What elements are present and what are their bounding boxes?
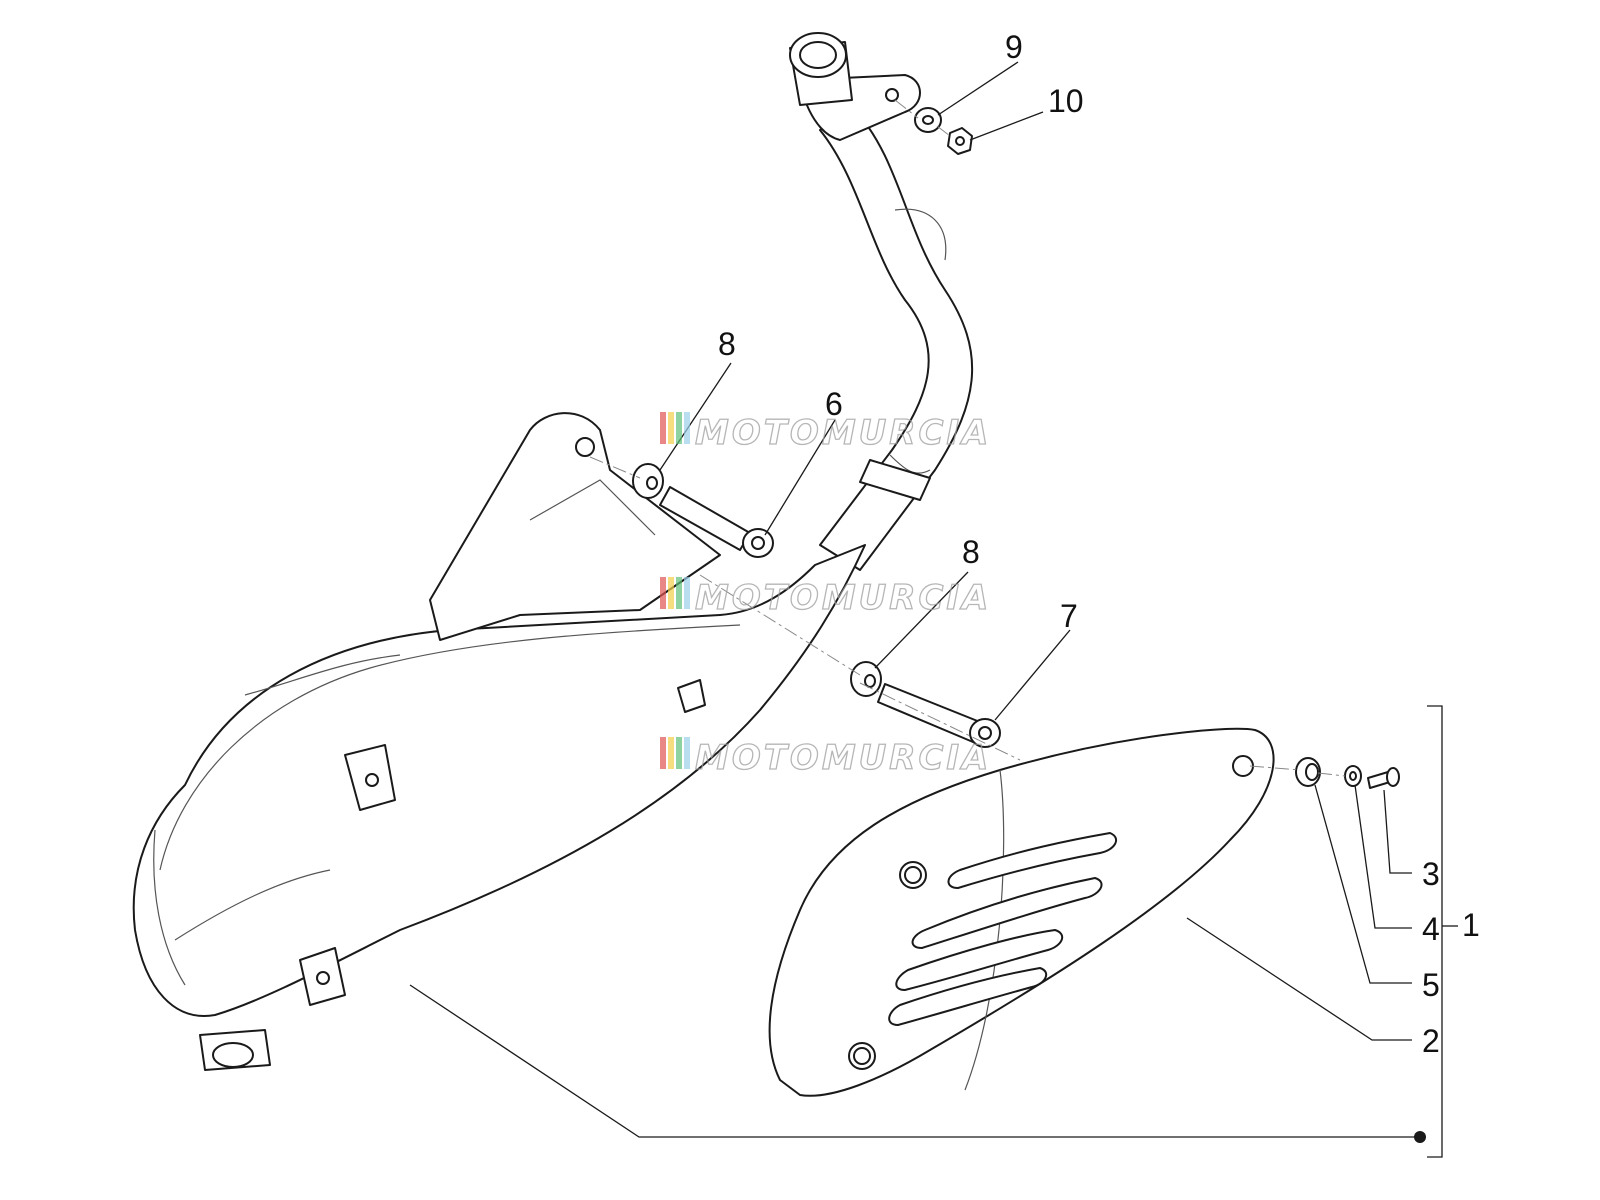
callout-8-upper: 8 bbox=[718, 326, 736, 362]
watermark-stripe bbox=[676, 577, 682, 609]
watermark-stripe bbox=[660, 577, 666, 609]
callout-labels: 9 10 8 6 8 7 3 4 1 5 2 bbox=[718, 29, 1480, 1059]
watermark-stripe bbox=[684, 577, 690, 609]
watermark-stripe bbox=[684, 737, 690, 769]
callout-10: 10 bbox=[1048, 83, 1084, 119]
watermark-stripe bbox=[676, 412, 682, 444]
watermark-stripe bbox=[660, 412, 666, 444]
callout-8-lower: 8 bbox=[962, 534, 980, 570]
assembly-axes bbox=[589, 99, 1346, 777]
watermark-text: MOTOMURCIA bbox=[695, 578, 991, 618]
watermark-middle: MOTOMURCIA bbox=[660, 577, 991, 619]
callout-5: 5 bbox=[1422, 967, 1440, 1003]
washer-9 bbox=[914, 107, 942, 133]
callout-3: 3 bbox=[1422, 856, 1440, 892]
watermark-stripe bbox=[668, 412, 674, 444]
watermark-bottom: MOTOMURCIA bbox=[660, 737, 991, 779]
bolt-6 bbox=[659, 486, 774, 558]
callout-1: 1 bbox=[1462, 907, 1480, 943]
callout-4: 4 bbox=[1422, 911, 1440, 947]
watermark-stripe bbox=[668, 737, 674, 769]
callout-7: 7 bbox=[1060, 598, 1078, 634]
watermark-stripe bbox=[676, 737, 682, 769]
watermark-top: MOTOMURCIA bbox=[660, 412, 991, 454]
exhaust-header-pipe bbox=[819, 109, 974, 571]
leader-lines bbox=[409, 61, 1458, 1158]
muffler-clips bbox=[199, 679, 706, 1071]
washer-8-lower bbox=[850, 661, 882, 697]
screw-3 bbox=[1367, 767, 1400, 789]
washer-8-upper bbox=[632, 463, 664, 499]
washer-4 bbox=[1344, 765, 1362, 787]
watermark-stripe bbox=[660, 737, 666, 769]
grommet-5 bbox=[1295, 757, 1321, 787]
watermark-stripe bbox=[668, 577, 674, 609]
callout-6: 6 bbox=[825, 386, 843, 422]
pipe-flange bbox=[789, 32, 921, 141]
heat-shield-vents bbox=[888, 832, 1118, 1026]
watermark-text: MOTOMURCIA bbox=[695, 413, 991, 453]
callout-9: 9 bbox=[1005, 29, 1023, 65]
watermark-text: MOTOMURCIA bbox=[695, 738, 991, 778]
watermark-stripe bbox=[684, 412, 690, 444]
muffler-mount-bracket bbox=[429, 412, 721, 641]
nut-10 bbox=[947, 127, 973, 155]
callout-2: 2 bbox=[1422, 1023, 1440, 1059]
